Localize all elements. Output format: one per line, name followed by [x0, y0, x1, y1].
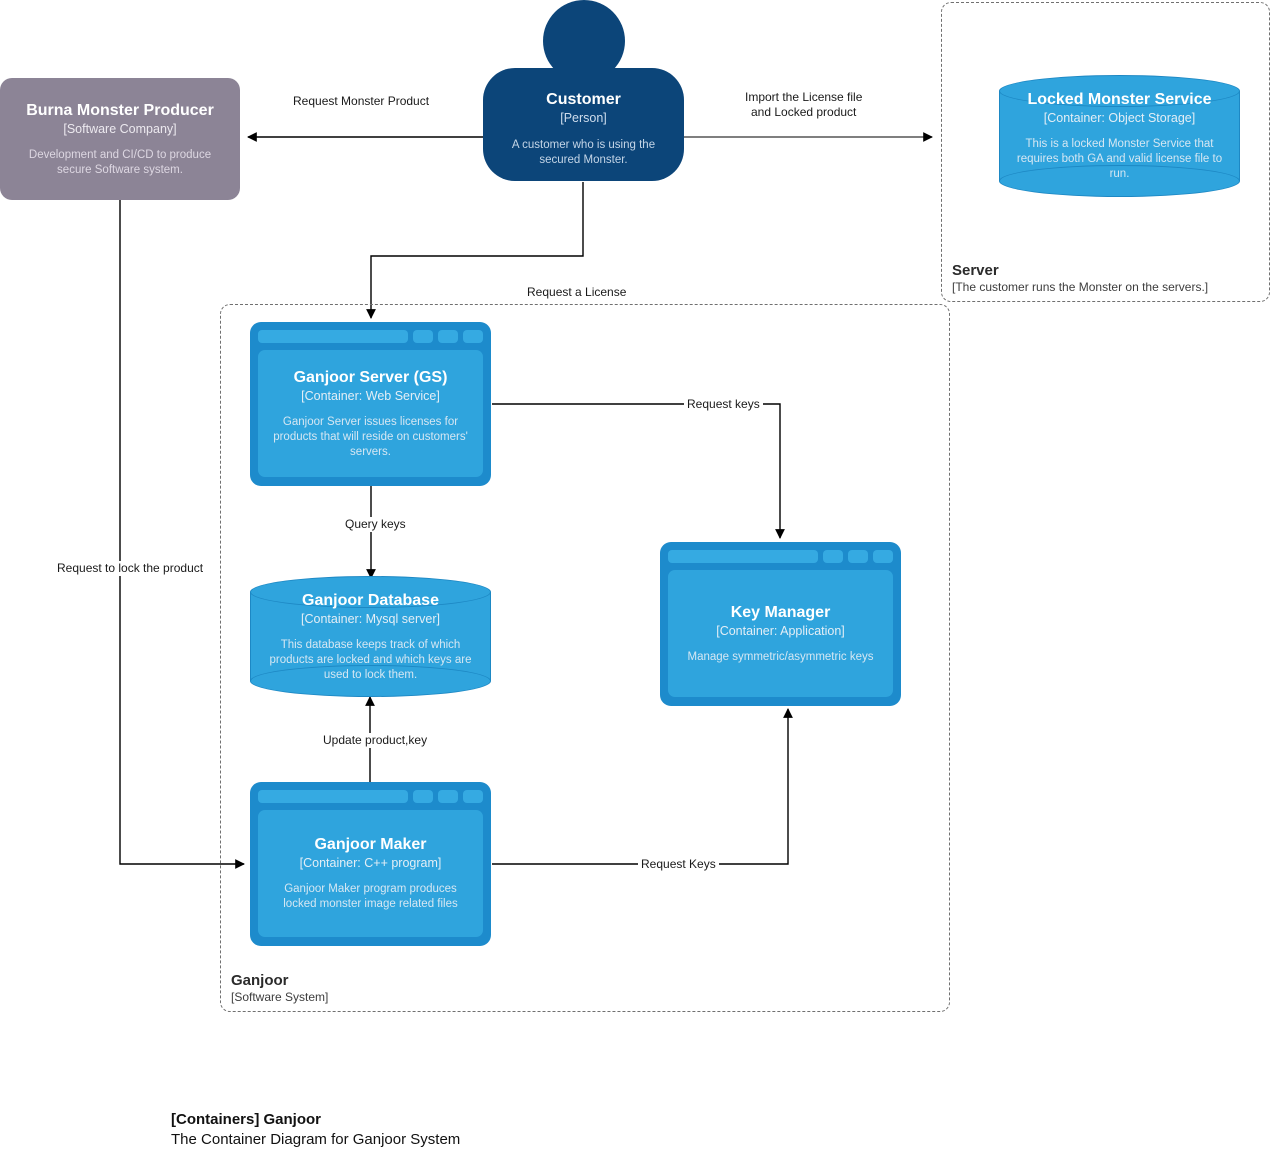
node-type: [Container: Web Service]: [301, 388, 440, 403]
boundary-ganjoor-sublabel: [Software System]: [231, 990, 329, 1004]
node-title: Burna Monster Producer: [26, 101, 214, 119]
cylinder-top-ellipse: [250, 576, 491, 608]
node-title: Locked Monster Service: [1027, 91, 1212, 108]
node-description: Manage symmetric/asymmetric keys: [687, 650, 874, 663]
window-button-2: [848, 550, 868, 563]
window-tab: [258, 790, 408, 803]
node-type: [Container: Application]: [716, 623, 845, 638]
window-button-3: [463, 330, 483, 343]
edge-label-request-a-license: Request a License: [524, 285, 630, 300]
boundary-ganjoor-label: Ganjoor: [231, 972, 289, 989]
node-title: Key Manager: [730, 603, 831, 621]
person-body: Customer [Person] A customer who is usin…: [483, 68, 684, 181]
window-tab: [258, 330, 408, 343]
edge-label-request-keys-gs: Request keys: [684, 397, 763, 412]
window-button-1: [413, 790, 433, 803]
node-ganjoor-maker[interactable]: Ganjoor Maker [Container: C++ program] G…: [250, 782, 491, 946]
node-locked-monster-service[interactable]: Locked Monster Service [Container: Objec…: [999, 75, 1240, 197]
window-title-bar: [258, 329, 483, 344]
edge-label-query-keys: Query keys: [342, 517, 409, 532]
node-title: Customer: [546, 91, 621, 108]
edge-label-request-keys-maker: Request Keys: [638, 857, 719, 872]
window-button-2: [438, 330, 458, 343]
window-body: Ganjoor Server (GS) [Container: Web Serv…: [258, 350, 483, 477]
node-key-manager[interactable]: Key Manager [Container: Application] Man…: [660, 542, 901, 706]
node-description: This database keeps track of which produ…: [269, 638, 472, 681]
node-title: Ganjoor Server (GS): [293, 368, 448, 386]
cylinder-bottom-ellipse: [999, 165, 1240, 197]
edge-label-line-2: and Locked product: [750, 105, 857, 119]
node-ganjoor-database[interactable]: Ganjoor Database [Container: Mysql serve…: [250, 576, 491, 697]
edge-label-line-1: Import the License file: [745, 90, 863, 104]
edge-label-update-product-key: Update product,key: [320, 733, 431, 748]
node-description: Ganjoor Maker program produces locked mo…: [283, 883, 458, 910]
node-description: A customer who is using the secured Mons…: [511, 139, 656, 166]
node-title: Ganjoor Database: [302, 591, 439, 609]
window-body: Ganjoor Maker [Container: C++ program] G…: [258, 810, 483, 937]
node-customer[interactable]: Customer [Person] A customer who is usin…: [483, 0, 684, 181]
node-description: Development and CI/CD to produce secure …: [28, 148, 212, 176]
diagram-caption-title: [Containers] Ganjoor: [171, 1111, 322, 1128]
window-tab: [668, 550, 818, 563]
window-button-3: [873, 550, 893, 563]
cylinder-bottom-ellipse: [250, 665, 491, 697]
cylinder-top-ellipse: [999, 75, 1240, 107]
node-type: [Person]: [560, 111, 607, 125]
window-title-bar: [258, 789, 483, 804]
diagram-caption-subtitle: The Container Diagram for Ganjoor System: [171, 1131, 461, 1148]
node-description: This is a locked Monster Service that re…: [1016, 138, 1223, 180]
boundary-server: [941, 2, 1270, 302]
edge-label-import-license-file: Import the License file and Locked produ…: [742, 90, 866, 120]
node-type: [Container: C++ program]: [299, 856, 442, 870]
node-type: [Container: Object Storage]: [1043, 111, 1196, 125]
node-title: Ganjoor Maker: [314, 836, 427, 853]
edge-label-request-monster-product: Request Monster Product: [290, 94, 433, 109]
node-text-block: Ganjoor Database [Container: Mysql serve…: [250, 576, 491, 697]
boundary-ganjoor: [220, 304, 950, 1012]
node-burna-monster-producer[interactable]: Burna Monster Producer [Software Company…: [0, 78, 240, 200]
window-button-2: [438, 790, 458, 803]
node-text-block: Locked Monster Service [Container: Objec…: [999, 75, 1240, 197]
boundary-server-label: Server: [952, 262, 999, 279]
edge-label-request-to-lock-the-product: Request to lock the product: [54, 561, 207, 576]
node-ganjoor-server[interactable]: Ganjoor Server (GS) [Container: Web Serv…: [250, 322, 491, 486]
node-type: [Container: Mysql server]: [301, 611, 440, 626]
node-type: [Software Company]: [63, 121, 177, 136]
window-body: Key Manager [Container: Application] Man…: [668, 570, 893, 697]
window-button-3: [463, 790, 483, 803]
window-title-bar: [668, 549, 893, 564]
window-button-1: [413, 330, 433, 343]
node-description: Ganjoor Server issues licenses for produ…: [273, 415, 468, 458]
window-button-1: [823, 550, 843, 563]
boundary-server-sublabel: [The customer runs the Monster on the se…: [952, 280, 1209, 294]
